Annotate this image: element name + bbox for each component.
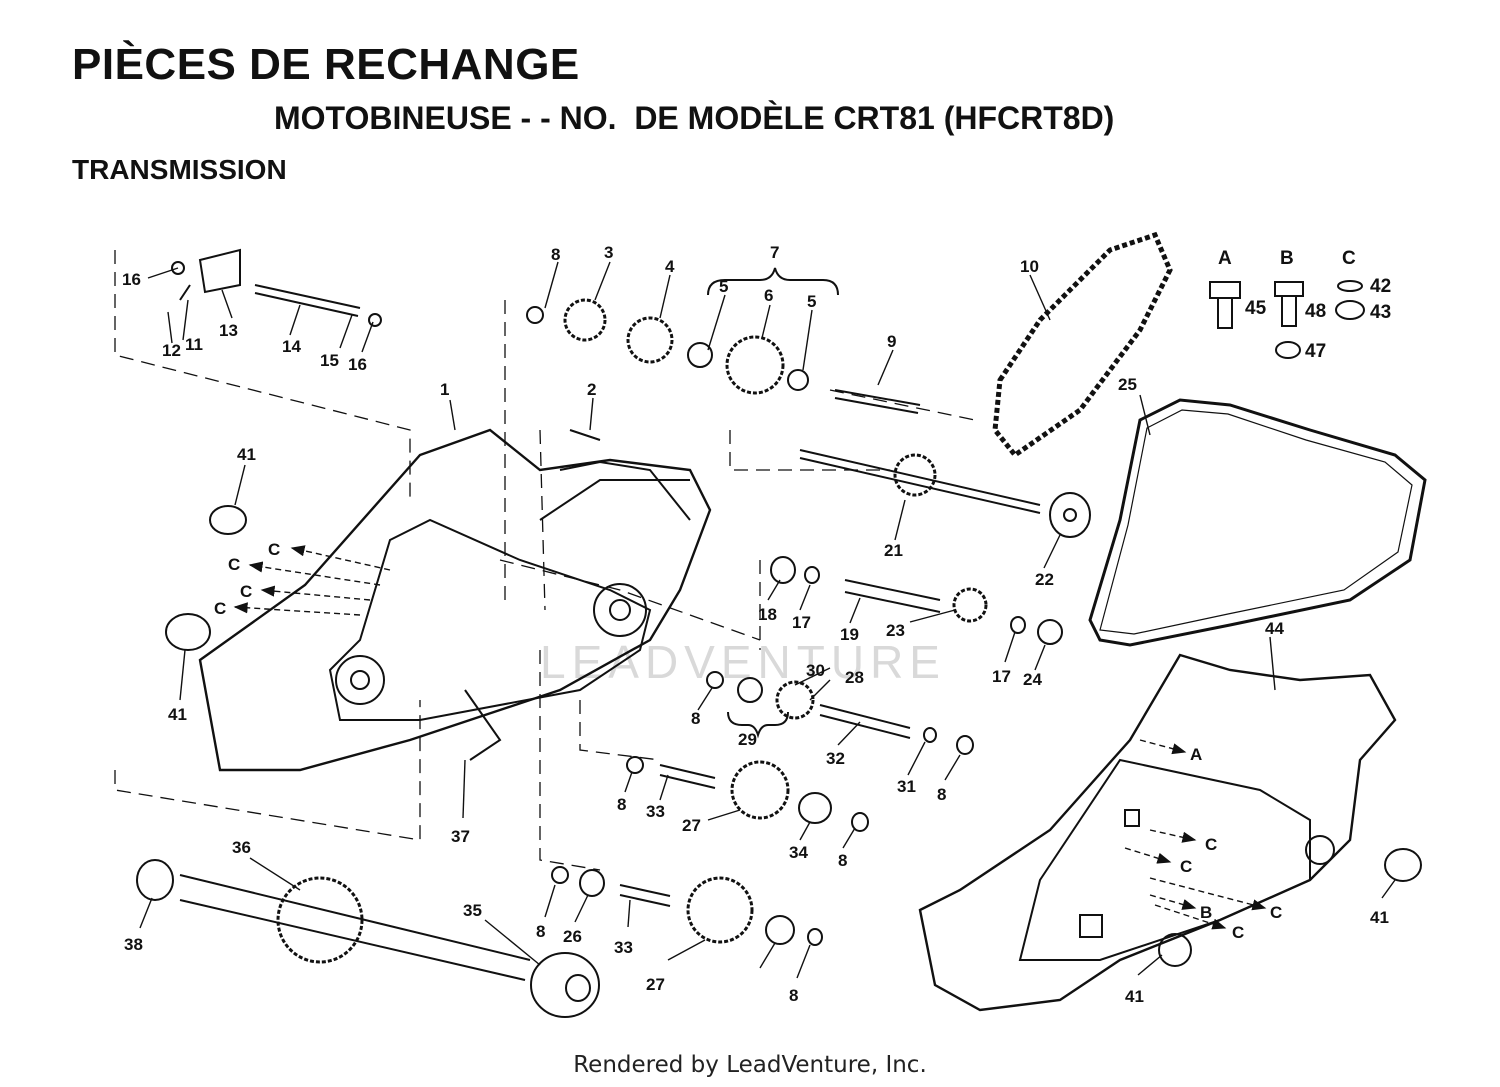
callout-29: 29 xyxy=(738,730,757,749)
callout-17-b: 17 xyxy=(992,667,1011,686)
callout-11: 11 xyxy=(185,335,203,354)
callout-25: 25 xyxy=(1118,375,1137,394)
section-title: TRANSMISSION xyxy=(72,154,287,185)
callout-44: 44 xyxy=(1265,619,1284,638)
arrow-label-c-2: C xyxy=(228,555,240,574)
arrow-label-c-5: C xyxy=(1205,835,1217,854)
callout-5-b: 5 xyxy=(807,292,816,311)
callout-41-d: 41 xyxy=(1370,908,1389,927)
arrow-label-c-6: C xyxy=(1180,857,1192,876)
callout-16-a: 16 xyxy=(122,270,141,289)
legend-letter-a: A xyxy=(1218,248,1232,269)
legend-part-48: 48 xyxy=(1305,301,1326,322)
callout-7: 7 xyxy=(770,243,779,262)
callout-35: 35 xyxy=(463,901,482,920)
arrow-label-a: A xyxy=(1190,745,1202,764)
footer-credit: Rendered by LeadVenture, Inc. xyxy=(573,1052,927,1078)
gasket xyxy=(1088,398,1427,647)
legend-letter-b: B xyxy=(1280,248,1294,269)
callout-14: 14 xyxy=(282,337,301,356)
model-subtitle: MOTOBINEUSE - - NO. DE MODÈLE CRT81 (HFC… xyxy=(274,100,1115,136)
callout-8-d: 8 xyxy=(838,851,847,870)
legend-part-45: 45 xyxy=(1245,298,1267,319)
callout-19: 19 xyxy=(840,625,859,644)
legend-part-42: 42 xyxy=(1370,276,1391,297)
callout-12: 12 xyxy=(162,341,181,360)
legend-part-47: 47 xyxy=(1305,341,1326,362)
arrow-labels: C C C C A C C B C C xyxy=(214,540,1282,942)
alignment-lines xyxy=(114,250,976,871)
arrow-label-c-1: C xyxy=(268,540,280,559)
callout-24: 24 xyxy=(1023,670,1042,689)
callout-6: 6 xyxy=(764,286,773,305)
watermark: LEADVENTURE xyxy=(540,636,946,688)
callout-8-e: 8 xyxy=(937,785,946,804)
arrow-label-c-4: C xyxy=(214,599,226,618)
callout-16-b: 16 xyxy=(348,355,367,374)
callout-18: 18 xyxy=(758,605,777,624)
part-callouts: 1 2 3 4 5 5 6 7 8 8 8 8 8 8 8 9 10 11 12… xyxy=(122,243,1389,1006)
callout-8-a: 8 xyxy=(551,245,560,264)
callout-8-g: 8 xyxy=(789,986,798,1005)
callout-9: 9 xyxy=(887,332,896,351)
hardware-arrows xyxy=(233,545,1267,930)
callout-5-a: 5 xyxy=(719,277,728,296)
callout-32: 32 xyxy=(826,749,845,768)
arrow-label-c-7: C xyxy=(1270,903,1282,922)
callout-21: 21 xyxy=(884,541,903,560)
callout-26: 26 xyxy=(563,927,582,946)
arrow-label-c-3: C xyxy=(240,582,252,601)
callout-41-a: 41 xyxy=(237,445,256,464)
callout-23: 23 xyxy=(886,621,905,640)
callout-33-a: 33 xyxy=(646,802,665,821)
callout-1: 1 xyxy=(440,380,449,399)
callout-10: 10 xyxy=(1020,257,1039,276)
shafts xyxy=(179,284,1041,981)
callout-15: 15 xyxy=(320,351,339,370)
callout-33-b: 33 xyxy=(614,938,633,957)
hardware-icons xyxy=(1209,280,1365,359)
callout-8-b: 8 xyxy=(691,709,700,728)
callout-41-c: 41 xyxy=(1125,987,1144,1006)
legend-part-43: 43 xyxy=(1370,302,1391,323)
legend-letter-c: C xyxy=(1342,248,1356,269)
arrow-label-b: B xyxy=(1200,903,1212,922)
gears xyxy=(276,298,988,964)
gearbox-housing xyxy=(198,428,712,772)
callout-4: 4 xyxy=(665,257,675,276)
callout-13: 13 xyxy=(219,321,238,340)
leader-lines xyxy=(139,261,1396,979)
callout-28: 28 xyxy=(845,668,864,687)
callout-3: 3 xyxy=(604,243,613,262)
hardware-legend: A 45 B 48 47 C 42 43 xyxy=(1218,248,1391,362)
callout-17-a: 17 xyxy=(792,613,811,632)
arrow-label-c-8: C xyxy=(1232,923,1244,942)
gearbox-housing-right xyxy=(918,653,1397,1012)
callout-34: 34 xyxy=(789,843,808,862)
bushings-and-washers xyxy=(136,248,1422,1018)
callout-38: 38 xyxy=(124,935,143,954)
callout-27-a: 27 xyxy=(682,816,701,835)
callout-31: 31 xyxy=(897,777,916,796)
callout-36: 36 xyxy=(232,838,251,857)
callout-8-c: 8 xyxy=(617,795,626,814)
callout-27-b: 27 xyxy=(646,975,665,994)
callout-41-b: 41 xyxy=(168,705,187,724)
page-title: PIÈCES DE RECHANGE xyxy=(72,40,580,89)
drive-chain xyxy=(992,231,1173,459)
callout-22: 22 xyxy=(1035,570,1054,589)
callout-30: 30 xyxy=(806,661,825,680)
callout-8-f: 8 xyxy=(536,922,545,941)
callout-2: 2 xyxy=(587,380,596,399)
callout-37: 37 xyxy=(451,827,470,846)
